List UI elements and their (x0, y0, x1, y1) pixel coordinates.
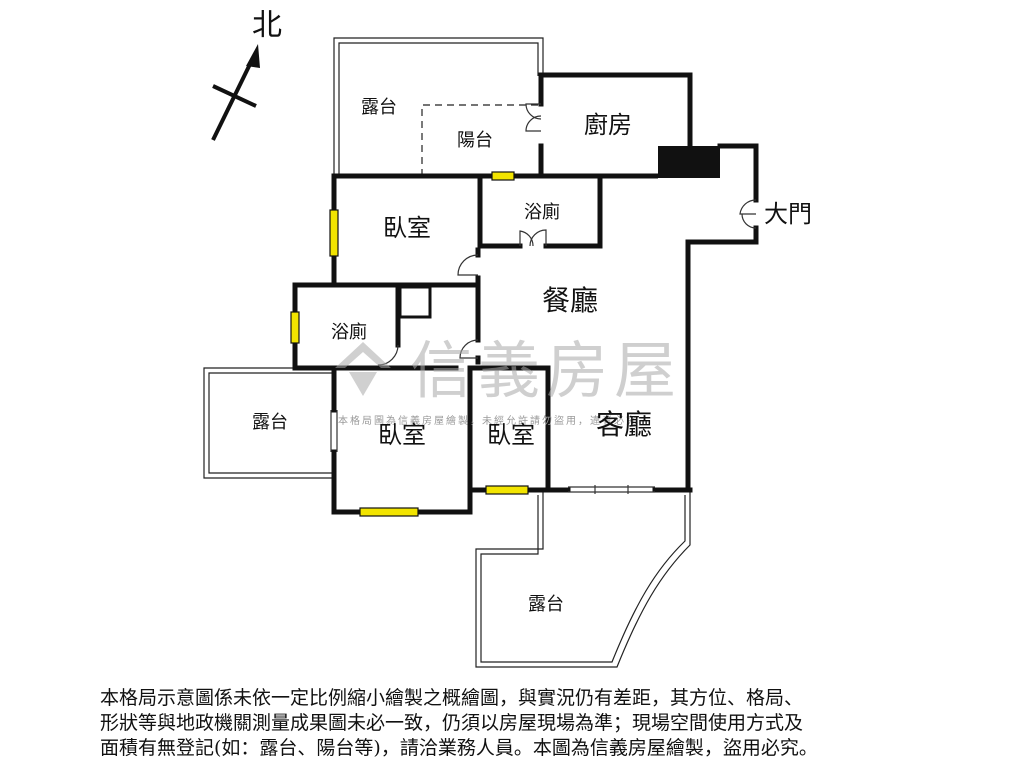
label-bath-top: 浴廁 (524, 201, 560, 223)
terrace-opening (330, 410, 338, 452)
label-bedroom-bottom-mid: 臥室 (487, 421, 535, 449)
floor-plan: 北 信義房屋 本格局圖為信義房屋繪製，未經允許請勿盜用，違者必究 露台 陽台 廚… (203, 8, 812, 668)
sliding-door (568, 485, 655, 494)
label-bedroom-bottom-left: 臥室 (378, 421, 426, 449)
label-terrace-top: 露台 (361, 97, 397, 118)
disclaimer-line-3: 面積有無登記(如：露台、陽台等)，請洽業務人員。本圖為信義房屋繪製，盜用必究。 (100, 737, 818, 759)
compass-arrow-icon (211, 57, 255, 141)
label-bedroom-top: 臥室 (383, 214, 431, 242)
compass: 北 (211, 8, 282, 141)
label-balcony: 陽台 (457, 130, 493, 151)
north-label: 北 (252, 8, 282, 43)
watermark-notice: 本格局圖為信義房屋繪製，未經允許請勿盜用，違者必究 (338, 414, 638, 427)
windows (290, 171, 529, 517)
label-dining: 餐廳 (542, 284, 598, 317)
kitchen-appliance (658, 146, 720, 178)
room-labels: 露台 陽台 廚房 臥室 浴廁 大門 餐廳 浴廁 露台 臥室 臥室 客廳 露台 (252, 97, 812, 615)
balcony-boundary (421, 104, 541, 176)
door-swings (377, 103, 757, 366)
label-front-door: 大門 (764, 200, 812, 228)
label-terrace-left: 露台 (252, 412, 288, 433)
disclaimer: 本格局示意圖係未依一定比例縮小繪製之概繪圖，與實況仍有差距，其方位、格局、 形狀… (100, 686, 960, 761)
label-terrace-bottom: 露台 (528, 594, 564, 615)
disclaimer-line-2: 形狀等與地政機關測量成果圖未必一致，仍須以房屋現場為準；現場空間使用方式及 (100, 712, 804, 734)
label-living: 客廳 (596, 408, 652, 441)
terrace-outlines (203, 37, 691, 668)
disclaimer-line-1: 本格局示意圖係未依一定比例縮小繪製之概繪圖，與實況仍有差距，其方位、格局、 (100, 687, 804, 709)
label-bath-left: 浴廁 (331, 321, 367, 343)
walls (292, 72, 759, 515)
watermark: 信義房屋 本格局圖為信義房屋繪製，未經允許請勿盜用，違者必究 (335, 334, 682, 427)
watermark-brand: 信義房屋 (410, 334, 682, 407)
brand-logo-icon (335, 342, 391, 396)
label-kitchen: 廚房 (584, 111, 632, 139)
